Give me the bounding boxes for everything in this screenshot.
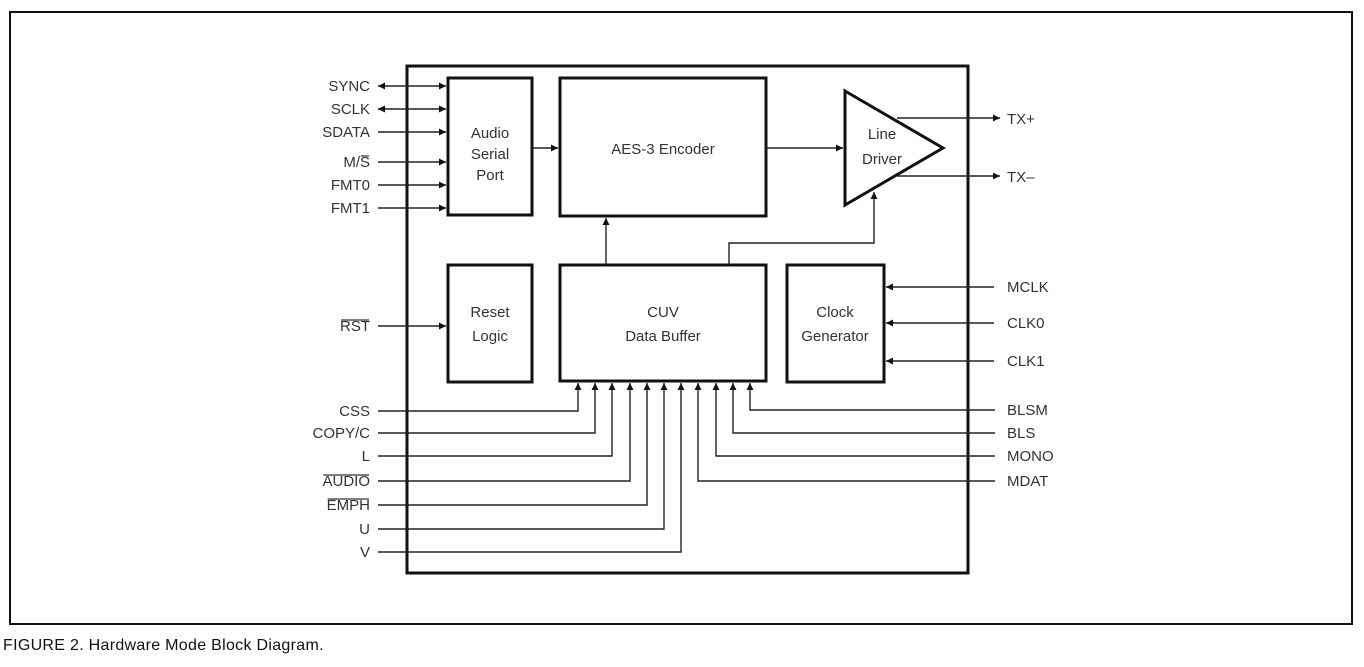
pin-blsm: BLSM <box>746 383 1048 419</box>
cuv-data-buffer-block: CUV Data Buffer <box>558 263 768 383</box>
pin-audio: AUDIO <box>322 383 634 490</box>
line-driver-block: Line Driver <box>843 88 946 208</box>
reset-logic-block: Reset Logic <box>446 263 534 384</box>
pin-v: V <box>360 383 685 561</box>
audio-serial-port-block: Audio Serial Port <box>446 76 534 217</box>
pin-label: CSS <box>339 403 370 420</box>
pin-label: CLK0 <box>1007 315 1045 332</box>
pin-label: MONO <box>1007 448 1054 465</box>
pin-fmt1: FMT1 <box>331 200 446 217</box>
pin-mono: MONO <box>712 383 1054 465</box>
pin-label: COPY/C <box>312 425 370 442</box>
pin-label: FMT0 <box>331 177 370 194</box>
pin-fmt0: FMT0 <box>331 177 446 194</box>
pin-label: BLSM <box>1007 402 1048 419</box>
output-tx-plus: TX+ <box>897 111 1035 128</box>
chip-boundary <box>405 64 970 575</box>
block-label: AES-3 Encoder <box>611 141 714 158</box>
pin-l: L <box>362 383 616 465</box>
pin-mdat: MDAT <box>694 383 1048 490</box>
pin-label: V <box>360 544 370 561</box>
pin-label: AUDIO <box>322 473 370 490</box>
pin-label: TX– <box>1007 169 1035 186</box>
block-label: Serial <box>471 146 509 163</box>
pin-clk0: CLK0 <box>886 315 1045 332</box>
block-label: Data Buffer <box>625 328 701 345</box>
pin-label: U <box>359 521 370 538</box>
pin-label: EMPH <box>327 497 370 514</box>
block-label: Audio <box>471 125 509 142</box>
pin-label: BLS <box>1007 425 1035 442</box>
cuv-to-driver-arrow <box>728 192 878 265</box>
pin-label: SYNC <box>328 78 370 95</box>
pin-label: MCLK <box>1007 279 1049 296</box>
aes3-encoder-block: AES-3 Encoder <box>558 76 768 218</box>
pin-label: FMT1 <box>331 200 370 217</box>
figure-caption: FIGURE 2. Hardware Mode Block Diagram. <box>3 637 324 654</box>
pin-mclk: MCLK <box>886 279 1049 296</box>
block-label: Port <box>476 167 504 184</box>
pin-sclk: SCLK <box>331 101 446 118</box>
block-label: Reset <box>470 304 510 321</box>
figure-frame <box>9 11 1353 625</box>
reset-pin: RST <box>340 318 446 335</box>
pin-label: TX+ <box>1007 111 1035 128</box>
block-label: Logic <box>472 328 508 345</box>
block-label: Line <box>868 126 896 143</box>
block-label: CUV <box>647 304 679 321</box>
pin-sync: SYNC <box>328 78 446 95</box>
output-tx-minus: TX– <box>897 169 1035 186</box>
cuv-right-pins: BLSM BLS MONO MDAT <box>694 383 1054 490</box>
pin-label: SDATA <box>322 124 370 141</box>
cuv-left-pins: CSS COPY/C L AUDIO EMPH UV <box>312 383 685 561</box>
pin-label: RST <box>340 318 370 335</box>
block-label: Generator <box>801 328 869 345</box>
pin-label: CLK1 <box>1007 353 1045 370</box>
pin-clk1: CLK1 <box>886 353 1045 370</box>
pin-label: M/S <box>343 154 370 171</box>
clock-generator-block: Clock Generator <box>785 263 886 384</box>
block-label: Driver <box>862 151 902 168</box>
pin-label: L <box>362 448 370 465</box>
pin-copy-c: COPY/C <box>312 383 599 442</box>
pin-u: U <box>359 383 668 538</box>
pin-css: CSS <box>339 383 582 420</box>
pin-sdata: SDATA <box>322 124 446 141</box>
pin-bls: BLS <box>729 383 1035 442</box>
block-label: Clock <box>816 304 854 321</box>
pin-m-s: M/S <box>343 154 446 171</box>
pin-label: SCLK <box>331 101 370 118</box>
pin-emph: EMPH <box>327 383 651 514</box>
pin-label: MDAT <box>1007 473 1048 490</box>
